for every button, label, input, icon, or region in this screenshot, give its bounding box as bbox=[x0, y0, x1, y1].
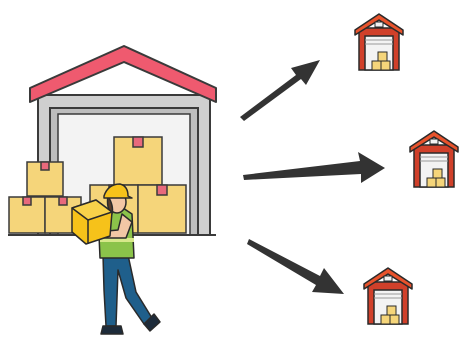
destination-warehouse-3 bbox=[363, 267, 413, 325]
arrow-right bbox=[243, 152, 385, 183]
worker bbox=[71, 183, 161, 335]
arrows bbox=[240, 60, 385, 294]
arrow-down-right bbox=[247, 239, 344, 294]
destination-warehouse-2 bbox=[409, 130, 459, 188]
destination-warehouse-1 bbox=[354, 13, 404, 71]
box-tape bbox=[58, 196, 68, 206]
box-tape bbox=[132, 136, 144, 148]
worker-helmet bbox=[103, 183, 133, 199]
warehouse-roof bbox=[29, 45, 217, 103]
box-tape bbox=[22, 196, 32, 206]
carried-box bbox=[71, 199, 113, 245]
box bbox=[26, 161, 64, 197]
worker-shoe bbox=[100, 325, 124, 335]
worker-vest-stripe bbox=[100, 238, 134, 242]
worker-pants bbox=[102, 254, 153, 327]
box-tape bbox=[156, 184, 168, 196]
box-tape bbox=[40, 161, 50, 171]
worker-shoe bbox=[143, 313, 161, 332]
arrow-up-right bbox=[240, 60, 320, 121]
